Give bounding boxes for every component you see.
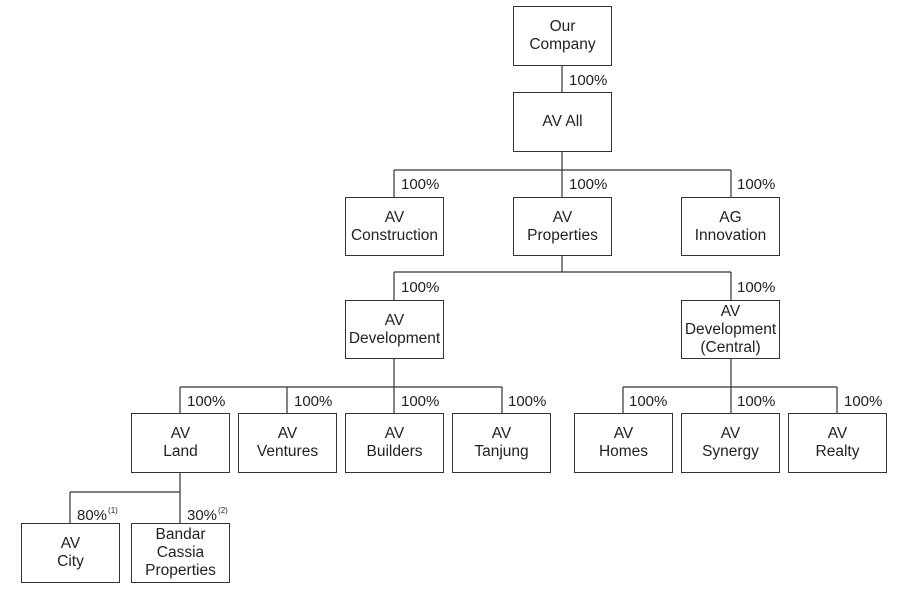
node-line: Cassia <box>156 544 205 561</box>
node-line: Bandar <box>155 526 206 543</box>
node-our-company: Our Company <box>513 6 612 66</box>
node-av-synergy: AV Synergy <box>681 413 780 473</box>
node-line: Properties <box>527 226 598 244</box>
node-line: Ventures <box>256 443 319 460</box>
node-av-city: AV City <box>21 523 120 583</box>
node-line: AV <box>170 425 191 442</box>
node-line: (Central) <box>700 338 761 356</box>
node-line: Development <box>684 320 777 338</box>
node-line: Our <box>549 18 576 35</box>
node-line: Development <box>348 329 441 347</box>
node-av-all: AV All <box>513 92 612 152</box>
node-line: Land <box>163 443 198 460</box>
node-line: Properties <box>145 562 216 579</box>
stake-label-av-tanjung: 100% <box>508 393 547 410</box>
node-line: AV <box>384 425 405 442</box>
stake-label-av-construction: 100% <box>401 176 440 193</box>
stake-label-av-ventures: 100% <box>294 393 333 410</box>
stake-label-av-all: 100% <box>569 72 608 89</box>
node-line: AV <box>827 425 848 442</box>
node-line: Realty <box>815 443 860 460</box>
stake-label-av-development: 100% <box>401 279 440 296</box>
stake-label-av-land: 100% <box>187 393 226 410</box>
stake-label-bandar-cassia: 30%(2) <box>187 503 228 524</box>
footnote-marker: (2) <box>218 506 228 515</box>
stake-label-av-builders: 100% <box>401 393 440 410</box>
stake-label-av-realty: 100% <box>844 393 883 410</box>
node-av-homes: AV Homes <box>574 413 673 473</box>
node-line: Synergy <box>702 443 759 460</box>
node-line: City <box>57 553 84 570</box>
node-av-construction: AV Construction <box>345 197 444 256</box>
node-av-properties: AV Properties <box>513 197 612 256</box>
node-line: AV All <box>542 113 583 130</box>
node-line: AV <box>720 425 741 442</box>
node-av-land: AV Land <box>131 413 230 473</box>
node-line: AV <box>552 208 573 226</box>
node-av-development: AV Development <box>345 300 444 359</box>
node-line: AV <box>384 208 405 226</box>
node-line: Builders <box>366 443 423 460</box>
node-line: AV <box>613 425 634 442</box>
stake-label-av-homes: 100% <box>629 393 668 410</box>
node-av-builders: AV Builders <box>345 413 444 473</box>
node-line: Innovation <box>694 226 767 244</box>
node-line: Tanjung <box>474 443 529 460</box>
node-line: AG <box>719 208 742 226</box>
node-line: AV <box>720 302 741 320</box>
node-line: AV <box>277 425 298 442</box>
stake-label-ag-innovation: 100% <box>737 176 776 193</box>
stake-value: 80% <box>77 507 108 524</box>
stake-value: 30% <box>187 507 218 524</box>
stake-label-av-development-central: 100% <box>737 279 776 296</box>
node-line: Construction <box>350 226 438 244</box>
node-line: AV <box>491 425 512 442</box>
node-line: AV <box>60 535 81 552</box>
node-av-tanjung: AV Tanjung <box>452 413 551 473</box>
footnote-marker: (1) <box>108 506 118 515</box>
node-line: Company <box>529 36 596 53</box>
stake-label-av-synergy: 100% <box>737 393 776 410</box>
node-av-realty: AV Realty <box>788 413 887 473</box>
node-line: AV <box>384 311 405 329</box>
node-av-development-central: AV Development (Central) <box>681 300 780 359</box>
stake-label-av-properties: 100% <box>569 176 608 193</box>
node-av-ventures: AV Ventures <box>238 413 337 473</box>
node-bandar-cassia-properties: Bandar Cassia Properties <box>131 523 230 583</box>
stake-label-av-city: 80%(1) <box>77 503 118 524</box>
node-ag-innovation: AG Innovation <box>681 197 780 256</box>
node-line: Homes <box>598 443 649 460</box>
